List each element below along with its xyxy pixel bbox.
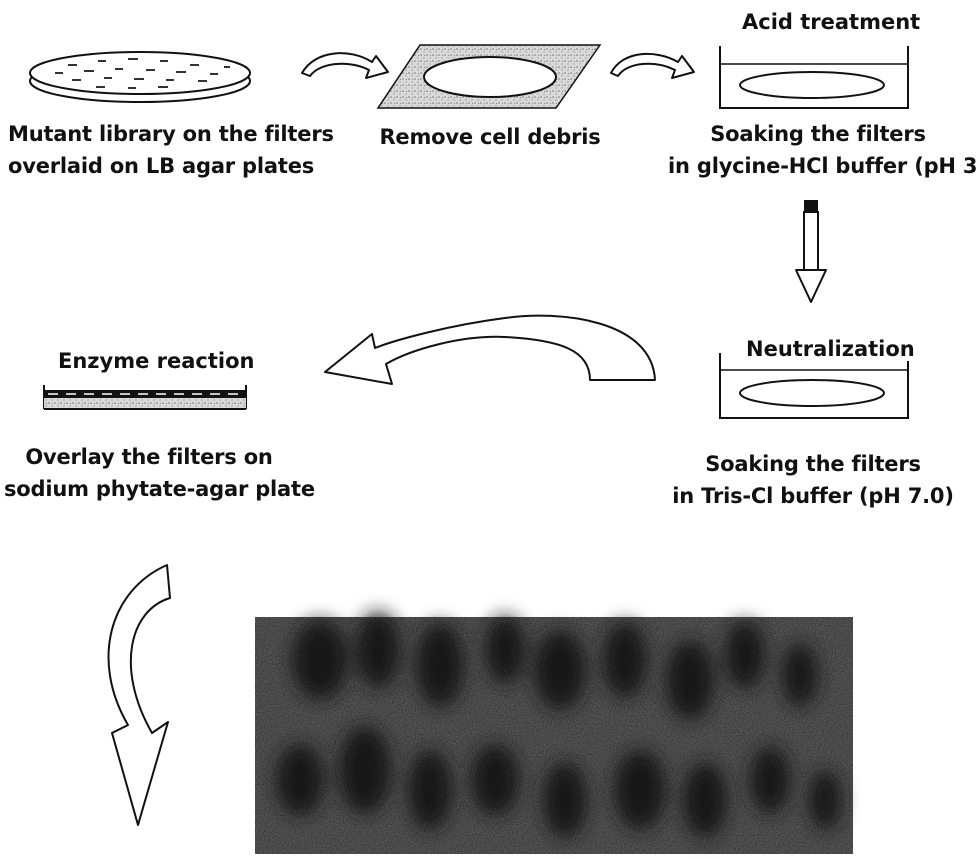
curved-arrow-down-icon: [109, 565, 170, 825]
enzyme-reaction-title: Enzyme reaction: [58, 349, 254, 373]
petri-plate-icon: [30, 52, 250, 102]
neutralization-tray-icon: [720, 353, 908, 418]
neutralization-title: Neutralization: [744, 337, 917, 361]
debris-caption: Remove cell debris: [370, 121, 610, 153]
result-photo-image: [255, 612, 853, 854]
neutral-caption: Soaking the filters in Tris-Cl buffer (p…: [668, 448, 958, 512]
enzyme-caption: Overlay the filters on sodium phytate-ag…: [4, 441, 294, 505]
acid-tray-icon: [720, 46, 908, 108]
acid-caption-line2: in glycine-HCl buffer (pH 3.0): [668, 150, 968, 182]
library-caption: Mutant library on the filters overlaid o…: [8, 118, 304, 182]
phytate-plate-icon: [44, 385, 246, 409]
enzyme-caption-line1: Overlay the filters on: [4, 441, 294, 473]
acid-caption: Soaking the filters in glycine-HCl buffe…: [668, 118, 968, 182]
enzyme-caption-line2: sodium phytate-agar plate: [4, 473, 294, 505]
neutral-caption-line1: Soaking the filters: [668, 448, 958, 480]
curved-arrow-icon: [302, 53, 388, 78]
curved-arrow-left-icon: [325, 316, 655, 384]
filter-membrane-icon: [378, 45, 600, 108]
library-caption-line1: Mutant library on the filters: [8, 118, 304, 150]
neutral-caption-line2: in Tris-Cl buffer (pH 7.0): [668, 480, 958, 512]
library-caption-line2: overlaid on LB agar plates: [8, 150, 304, 182]
down-arrow-icon: [796, 200, 826, 302]
debris-caption-line1: Remove cell debris: [370, 121, 610, 153]
acid-caption-line1: Soaking the filters: [668, 118, 968, 150]
curved-arrow-icon: [611, 54, 694, 78]
acid-treatment-title: Acid treatment: [742, 10, 920, 34]
